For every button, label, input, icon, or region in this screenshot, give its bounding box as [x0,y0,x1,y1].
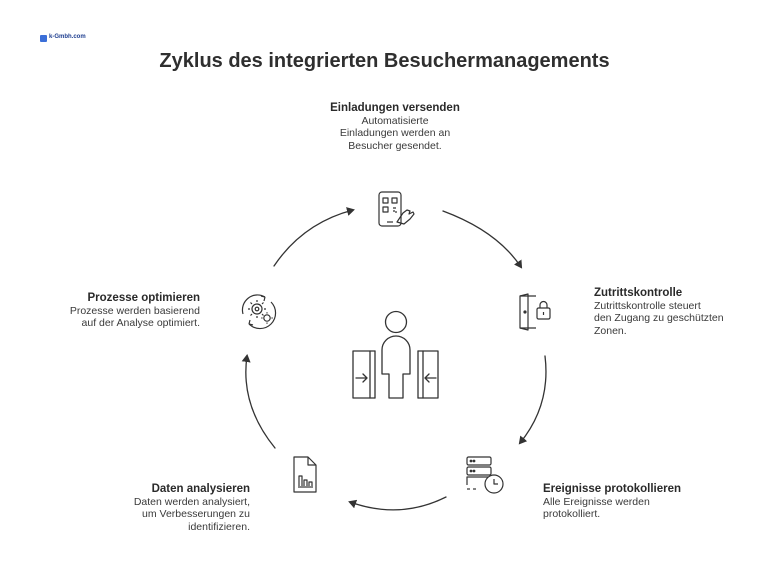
step-description: Zutrittskontrolle steuert den Zugang zu … [594,299,724,337]
step-heading: Zutrittskontrolle [594,287,683,299]
document-chart-icon [293,456,317,493]
door-lock-icon [519,293,551,331]
diagram-title: Zyklus des integrierten Besuchermanageme… [159,50,610,72]
step-heading: Daten analysieren [151,483,250,495]
step-log-events: Ereignisse protokollieren Alle Ereigniss… [543,483,743,521]
step-heading: Prozesse optimieren [87,292,200,304]
step-description: Alle Ereignisse werden protokolliert. [543,495,650,521]
phone-qr-icon [378,191,415,227]
step-analyze-data: Daten analysieren Daten werden analysier… [80,483,250,533]
step-description: Prozesse werden basierend auf der Analys… [69,304,200,330]
logo-text: k-Gmbh.com [49,34,86,40]
arrow-analyze-to-optimize [241,354,276,449]
arrow-access-to-log [518,355,547,445]
arrow-optimize-to-invite [273,207,355,267]
person-turnstile-icon [352,310,439,399]
step-optimize-processes: Prozesse optimieren Prozesse werden basi… [30,292,200,330]
step-heading: Ereignisse protokollieren [543,483,682,495]
step-description: Daten werden analysiert, um Verbesserung… [133,495,250,533]
step-heading: Einladungen versenden [330,102,460,114]
gears-cycle-icon [241,294,277,330]
arrow-invite-to-access [442,210,523,269]
arrow-log-to-analyze [348,496,447,511]
company-logo: k-Gmbh.com [40,34,86,44]
step-access-control: Zutrittskontrolle Zutrittskontrolle steu… [594,287,764,337]
logo-mark-icon [40,35,47,42]
server-clock-icon [466,456,504,494]
step-invite: Einladungen versenden Automatisierte Ein… [300,102,490,152]
step-description: Automatisierte Einladungen werden an Bes… [339,114,451,152]
